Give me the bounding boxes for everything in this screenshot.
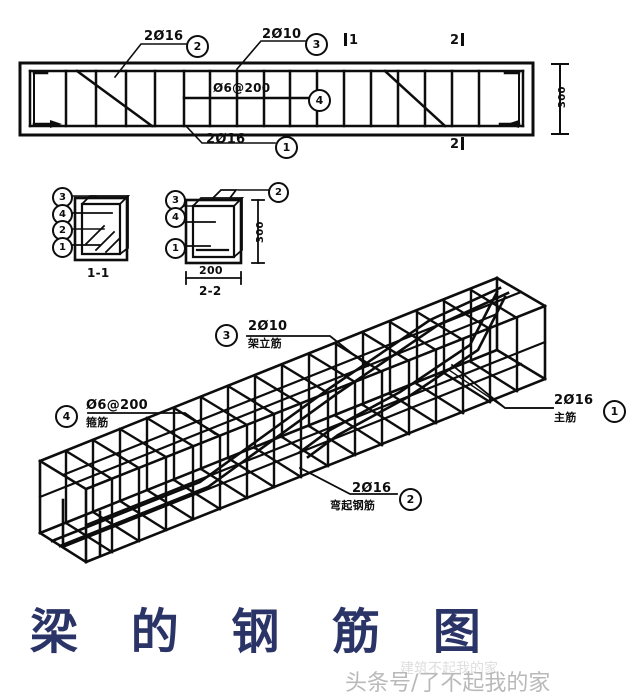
section-mark-top-2[interactable]: 2 (450, 33, 465, 48)
page-title: 梁 的 钢 筋 图 (30, 604, 499, 660)
iso-callout-4-bubble[interactable]: 4 (55, 405, 78, 428)
section-1-label: 1-1 (87, 266, 110, 280)
section-mark-bottom-2[interactable]: 2 (450, 137, 465, 152)
section-mark-top-1[interactable]: 1 (344, 33, 358, 48)
section-2-bubble-3[interactable]: 3 (165, 190, 186, 211)
elevation-callout-3-text: 2Ø10 (262, 27, 302, 42)
section-1-bubble-2[interactable]: 2 (52, 220, 73, 241)
iso-callout-2-spec: 2Ø16 (352, 481, 392, 496)
section-2-bubble-2[interactable]: 2 (268, 182, 289, 203)
elevation-callout-1-text: 2Ø16 (206, 132, 246, 147)
iso-callout-1-bubble[interactable]: 1 (603, 400, 626, 423)
elevation-callout-1-bubble[interactable]: 1 (275, 136, 298, 159)
section-2-label: 2-2 (199, 284, 222, 298)
iso-callout-3-bubble[interactable]: 3 (215, 324, 238, 347)
elevation-inline-note: Ø6@200 (213, 81, 271, 95)
section-2-bubble-4[interactable]: 4 (165, 207, 186, 228)
iso-callout-3-spec: 2Ø10 (248, 319, 288, 334)
elevation-height-dim: 300 (557, 86, 568, 108)
watermark-overlay: 建筑不起我的家 (400, 661, 498, 677)
elevation-callout-3-bubble[interactable]: 3 (305, 33, 328, 56)
section-2-width-dim: 200 (199, 264, 223, 277)
iso-callout-2-bubble[interactable]: 2 (399, 488, 422, 511)
section-2-bubble-1[interactable]: 1 (165, 238, 186, 259)
iso-callout-2-name: 弯起钢筋 (330, 499, 376, 512)
section-2-height-dim: 300 (255, 221, 266, 243)
elevation-callout-2-bubble[interactable]: 2 (186, 35, 209, 58)
iso-callout-4-spec: Ø6@200 (86, 398, 149, 413)
iso-callout-1-name: 主筋 (554, 411, 577, 424)
elevation-callout-4-bubble[interactable]: 4 (308, 89, 331, 112)
section-1-bubble-1[interactable]: 1 (52, 237, 73, 258)
iso-callout-4-name: 箍筋 (86, 416, 109, 429)
iso-callout-1-spec: 2Ø16 (554, 393, 594, 408)
elevation-callout-2-text: 2Ø16 (144, 29, 184, 44)
watermark: 头条号/了不起我的家 (345, 671, 551, 696)
iso-callout-3-name: 架立筋 (248, 337, 282, 350)
